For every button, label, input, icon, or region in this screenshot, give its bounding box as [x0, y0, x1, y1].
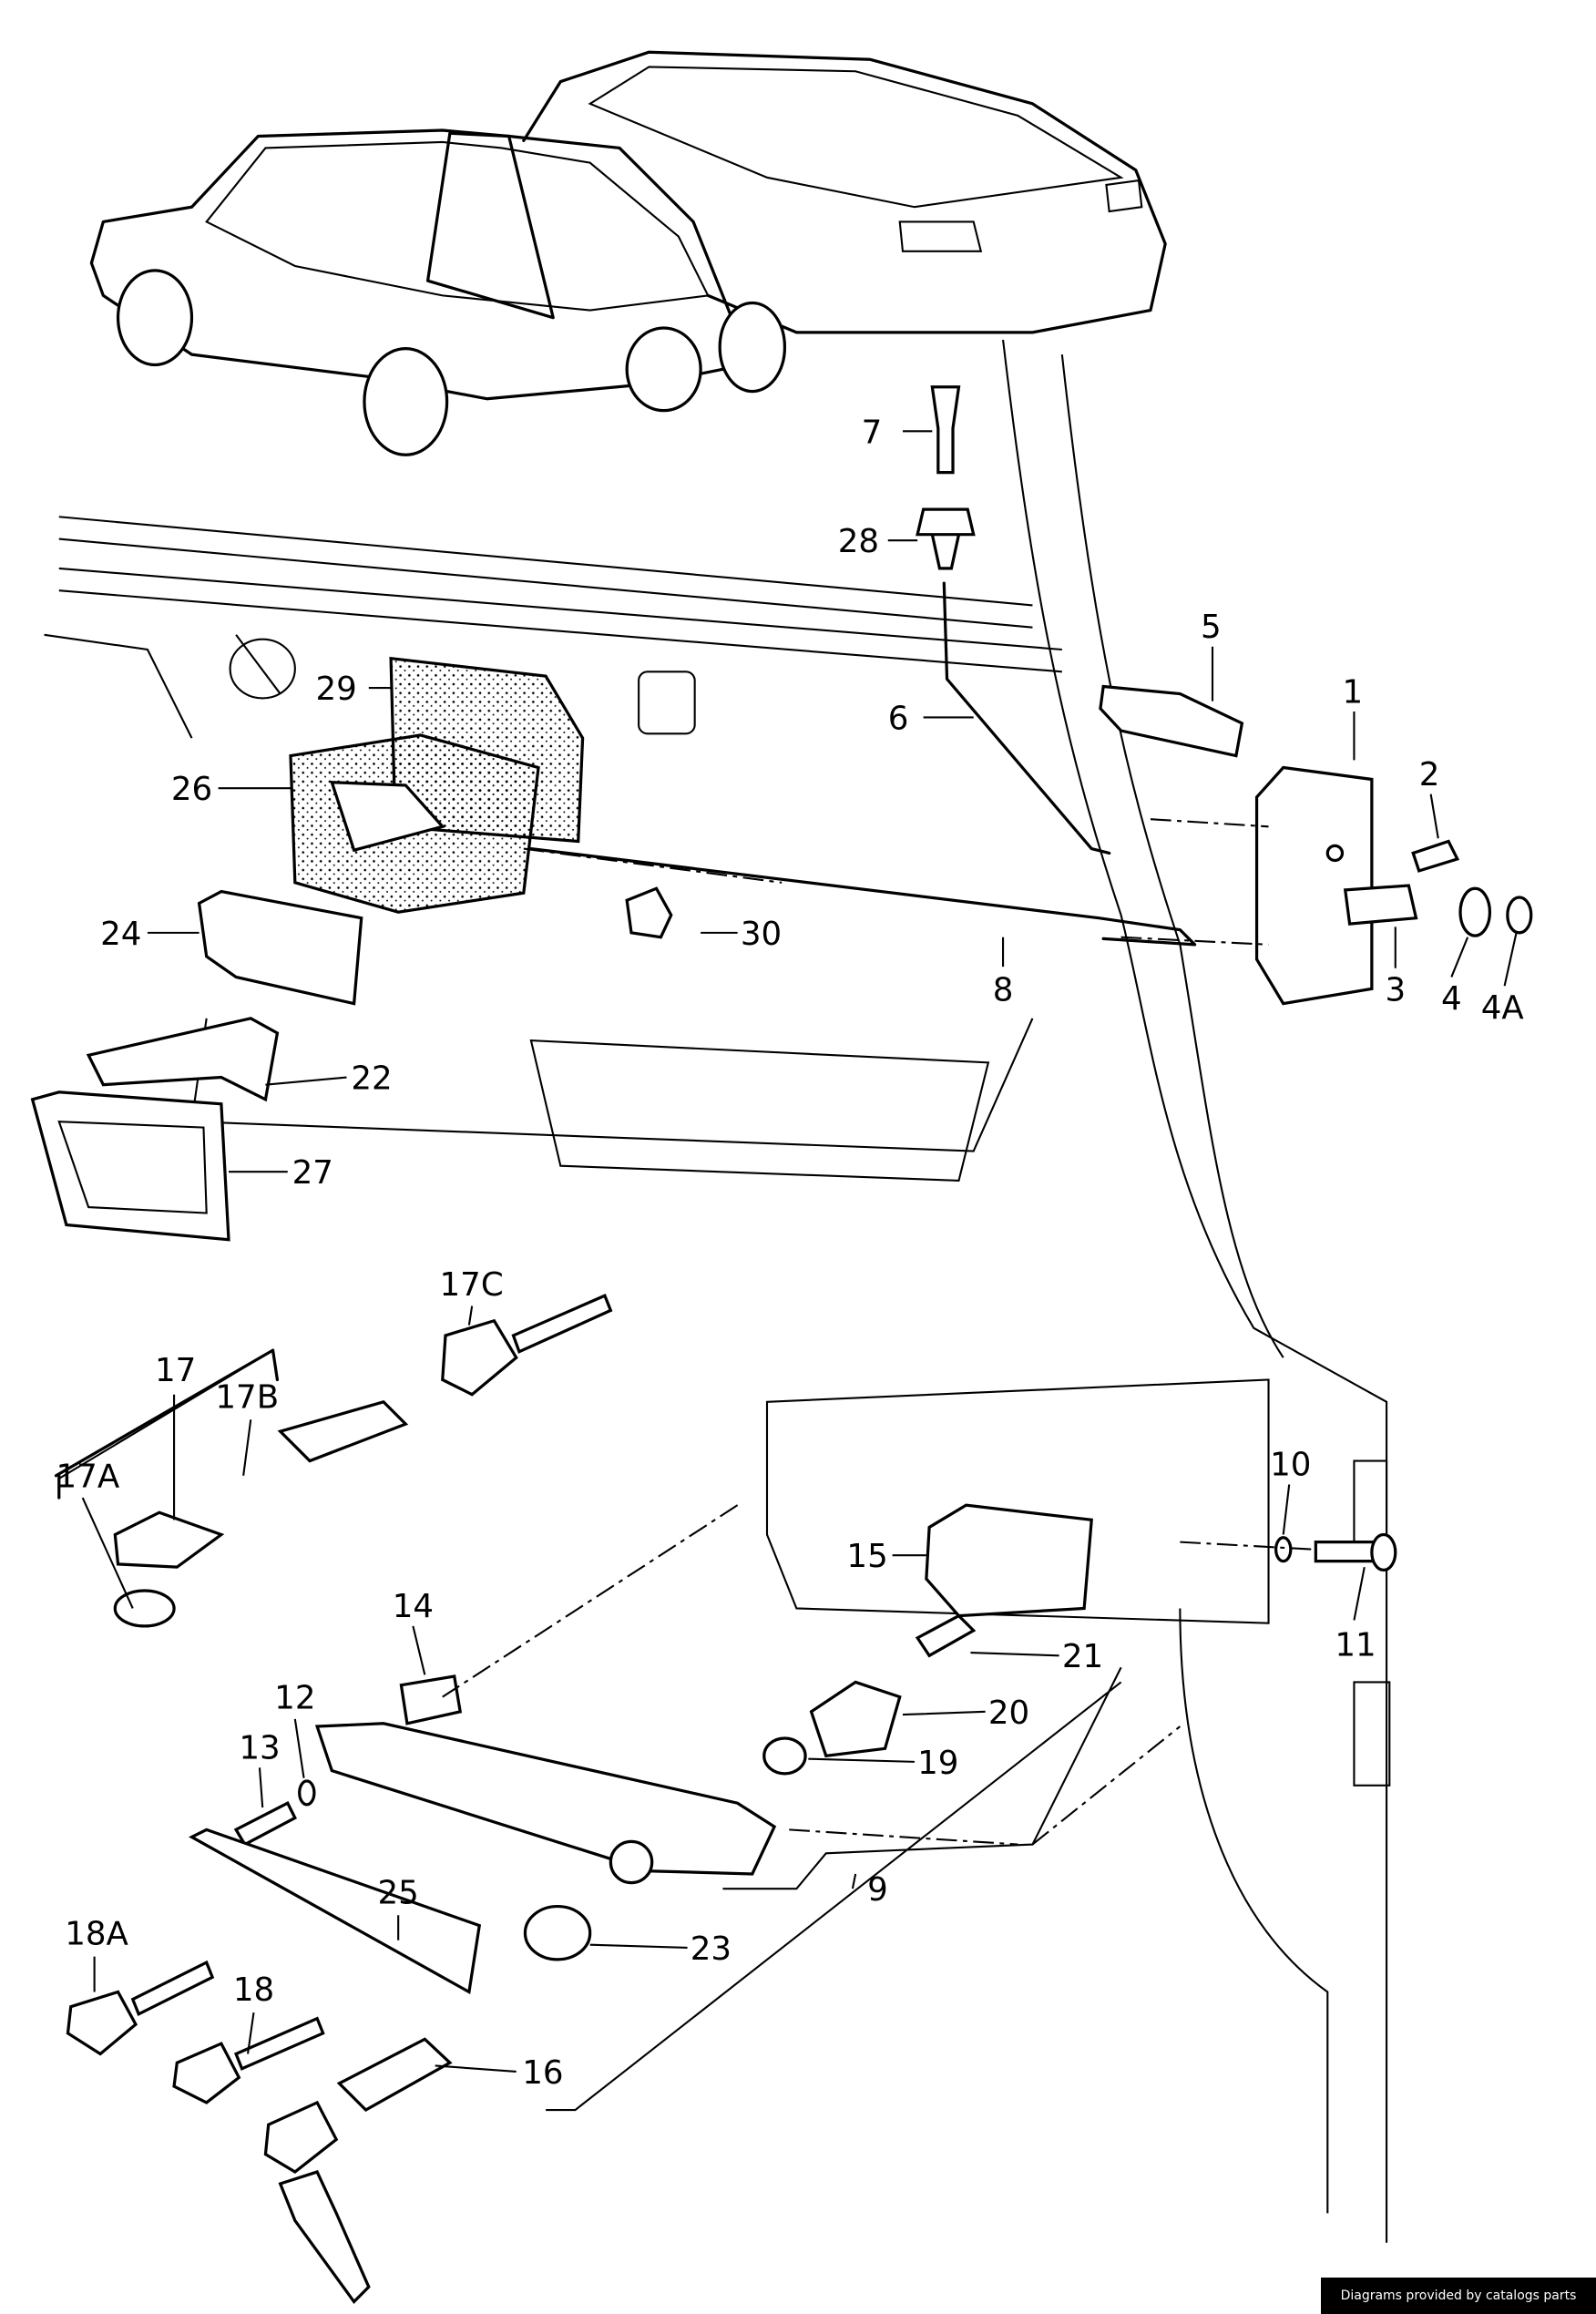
outer-handle-9	[314, 1722, 777, 1885]
seal-14	[399, 1674, 463, 1725]
retainer-5	[1099, 684, 1244, 758]
callout-21: 21	[1062, 1638, 1103, 1675]
inner-handle-22	[86, 1017, 280, 1102]
callout-7: 7	[862, 414, 883, 451]
washer-10	[1274, 1536, 1293, 1563]
callout-9: 9	[867, 1871, 888, 1909]
callout-13: 13	[239, 1730, 280, 1767]
lock-cylinder-16	[263, 2037, 453, 2305]
callout-25: 25	[378, 1874, 419, 1911]
callout-15: 15	[846, 1538, 887, 1575]
callout-4a: 4A	[1481, 989, 1525, 1027]
callout-24: 24	[100, 916, 141, 953]
callout-26: 26	[171, 771, 212, 808]
spring-19	[762, 1736, 807, 1776]
screw-11	[1314, 1532, 1397, 1572]
callout-27: 27	[292, 1154, 333, 1192]
keys-17	[54, 1348, 409, 1628]
callout-1: 1	[1342, 673, 1363, 711]
lock-carrier-20	[809, 1680, 902, 1758]
screw-2	[1411, 839, 1460, 873]
callout-2: 2	[1419, 756, 1440, 794]
rod-8	[529, 846, 1197, 947]
door-panel-outline	[44, 339, 1391, 2243]
callout-4: 4	[1441, 980, 1462, 1018]
screw-21	[915, 1613, 977, 1658]
callout-12: 12	[274, 1680, 315, 1717]
attribution-footer: Diagrams provided by catalogs parts	[1321, 2278, 1596, 2314]
callout-19: 19	[917, 1745, 958, 1782]
rod-6	[942, 581, 1111, 855]
seal-15	[925, 1503, 1093, 1618]
clip-30	[625, 886, 673, 939]
callout-22: 22	[351, 1060, 392, 1098]
callout-17: 17	[155, 1352, 196, 1389]
callout-14: 14	[393, 1588, 434, 1625]
leader-lines	[57, 430, 1518, 2112]
callout-6: 6	[888, 700, 909, 737]
callout-30: 30	[741, 916, 782, 953]
callout-3: 3	[1385, 971, 1406, 1009]
trim-27	[30, 1090, 230, 1242]
callout-16: 16	[522, 2054, 563, 2092]
callout-11: 11	[1335, 1626, 1376, 1664]
handle-housing-24	[197, 889, 363, 1006]
washer-4a	[1506, 896, 1533, 935]
washer-4	[1458, 886, 1492, 937]
callout-28: 28	[838, 523, 879, 560]
trim-strip-25	[189, 1828, 482, 1995]
lock-1	[1254, 765, 1374, 1006]
sedan-car-illustration	[522, 50, 1167, 394]
key-18a	[66, 1960, 215, 2056]
callout-8: 8	[993, 971, 1014, 1009]
bolt-3	[1343, 884, 1418, 926]
key-18	[172, 2016, 325, 2104]
callout-29: 29	[316, 671, 357, 708]
callout-20: 20	[988, 1695, 1029, 1732]
callout-labels: 7 28 5 1 29 6 2 26 30 24 8 3 4 4A 22 27 …	[56, 414, 1525, 2092]
callout-17c: 17C	[440, 1266, 504, 1304]
washer-12	[298, 1779, 316, 1807]
callout-23: 23	[691, 1930, 732, 1968]
guide-28	[916, 507, 976, 570]
callout-17b: 17B	[215, 1378, 279, 1416]
foam-block-26	[289, 733, 540, 914]
screw-13	[233, 1801, 298, 1847]
lock-button-7	[930, 385, 961, 475]
callout-18a: 18A	[65, 1916, 128, 1953]
callout-17a: 17A	[56, 1459, 120, 1496]
callout-10: 10	[1270, 1447, 1311, 1484]
hatchback-car-illustration	[89, 128, 740, 456]
callout-18: 18	[233, 1971, 274, 2009]
key-17c	[441, 1294, 613, 1397]
bushing-23	[523, 1904, 592, 1961]
callout-5: 5	[1201, 609, 1222, 646]
